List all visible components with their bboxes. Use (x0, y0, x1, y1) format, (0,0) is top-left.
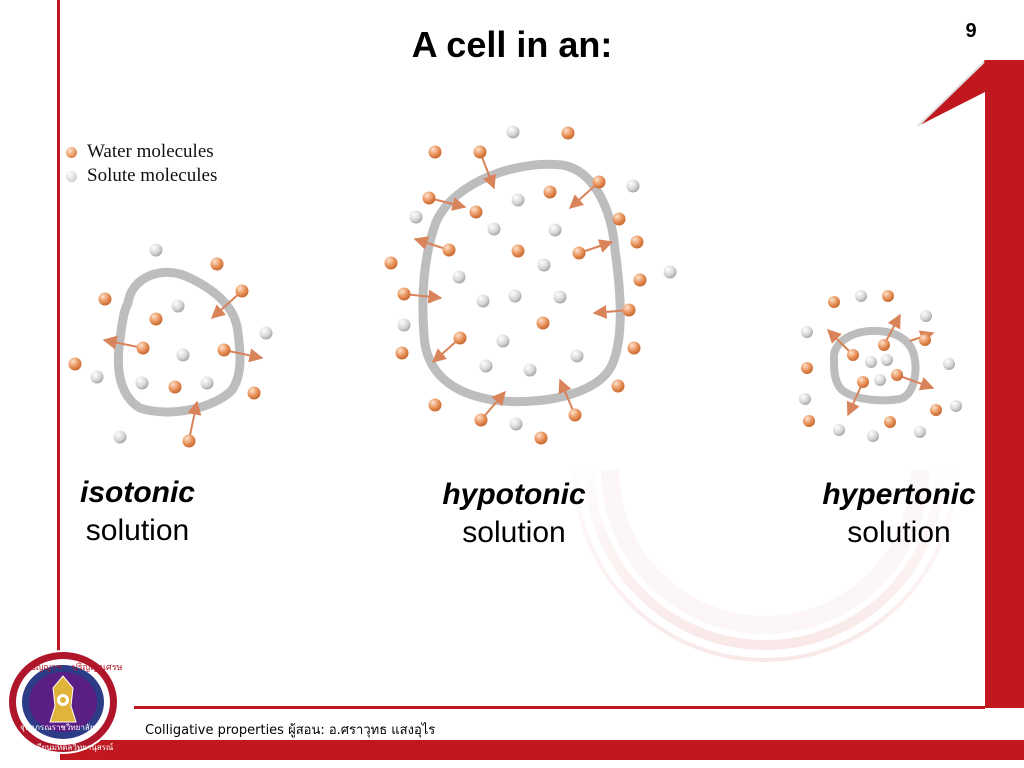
isotonic-label: isotonic solution (60, 474, 215, 550)
hypertonic-label: hypertonic solution (808, 476, 990, 552)
logo-text-top-left: ปัญญาฯ (30, 663, 61, 673)
school-logo (7, 650, 119, 754)
left-rule (57, 0, 60, 680)
solute-dot-icon (66, 170, 77, 182)
hypertonic-kind: hypertonic (822, 478, 976, 511)
hypotonic-label: hypotonic solution (425, 476, 603, 552)
hypertonic-membrane (829, 326, 920, 405)
legend-item-water: Water molecules (66, 140, 217, 164)
legend-label-solute: Solute molecules (87, 165, 218, 186)
legend-label-water: Water molecules (87, 141, 214, 162)
logo-text-bottom: โรงเรียนมหิดลวิทยานุสรณ์ (22, 742, 114, 752)
footer-rule (134, 706, 985, 709)
legend: Water molecules Solute molecules (66, 140, 217, 188)
right-bar (985, 92, 1024, 708)
isotonic-kind: isotonic (79, 476, 195, 509)
legend-item-solute: Solute molecules (66, 164, 217, 188)
isotonic-membrane (113, 267, 245, 417)
solute-molecules (90, 125, 962, 444)
right-bar-top (920, 60, 1024, 125)
slide-title: A cell in an: (411, 24, 613, 65)
hypotonic-membrane (418, 159, 625, 407)
footer-text: Colligative properties ผู้สอน: อ.ศราวุทธ… (145, 719, 435, 740)
logo-text-middle: จุฬาภรณราชวิทยาลัย (20, 723, 94, 732)
watermark-rings (573, 469, 957, 662)
hypertonic-solution: solution (847, 516, 951, 549)
hypotonic-solution: solution (462, 516, 566, 549)
water-molecules (68, 126, 942, 448)
isotonic-solution: solution (85, 514, 190, 547)
water-dot-icon (66, 146, 77, 158)
page-number: 9 (965, 20, 977, 42)
logo-text-top-right: ปริญญาเศรษ (72, 662, 123, 673)
footer-band (60, 740, 1024, 760)
hypotonic-kind: hypotonic (442, 478, 586, 511)
footer-instructor: ผู้สอน: อ.ศราวุทธ แสงอุไร (288, 723, 436, 738)
footer-course: Colligative properties (145, 723, 284, 738)
